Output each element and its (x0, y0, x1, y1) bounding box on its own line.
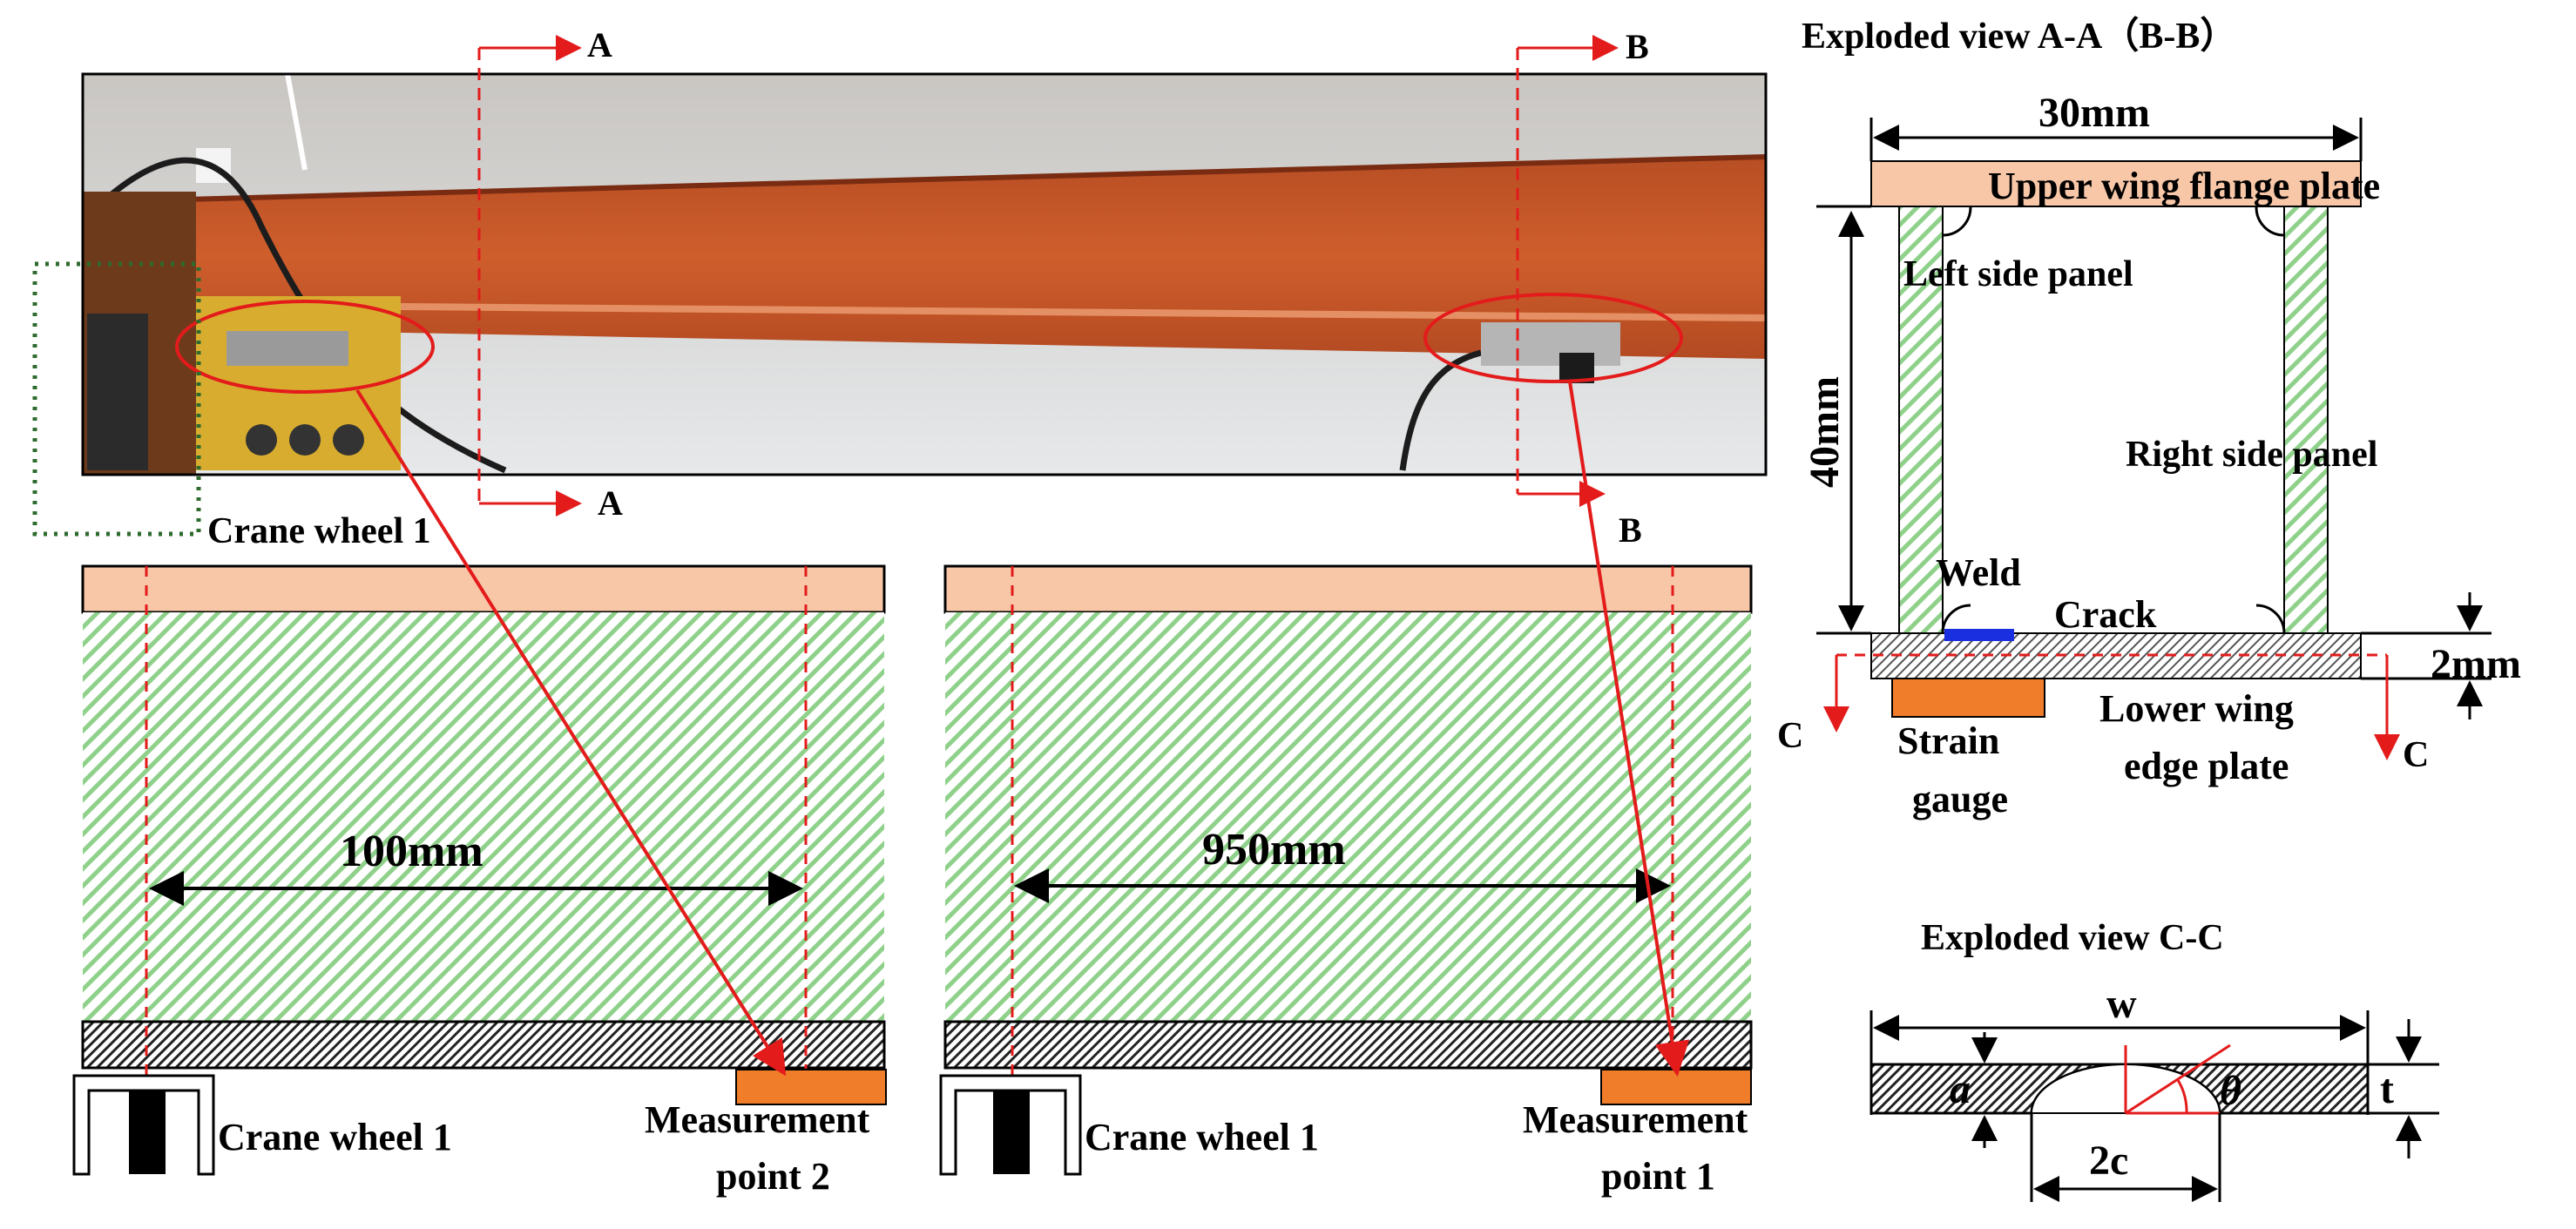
exploded-cc-title: Exploded view C-C (1921, 918, 2224, 958)
right-panel-label: Right side panel (2126, 435, 2377, 475)
t-label: t (2380, 1066, 2394, 1112)
photo-frame (81, 72, 1768, 476)
exploded-ab-title: Exploded view A-A（B-B） (1802, 16, 2236, 57)
cut-c-left-label: C (1777, 716, 1803, 756)
height-dim-label: 40mm (1802, 376, 1848, 488)
theta-label: θ (2220, 1068, 2241, 1114)
upper-flange-right (943, 564, 1753, 614)
photo-highlight-right (1423, 293, 1683, 383)
strain-gauge-label-2: gauge (1912, 778, 2008, 820)
ab-left-panel (1898, 206, 1944, 634)
left-panel-label: Left side panel (1903, 254, 2133, 294)
width-dim-label: 30mm (2038, 90, 2150, 136)
exploded-view-ab: Exploded view A-A（B-B） 30mm Upper wing f… (1777, 16, 2521, 820)
leader-arrow-right (1568, 381, 1690, 1077)
ab-right-panel (2283, 206, 2329, 634)
leader-arrow-left (355, 388, 787, 1077)
lower-plate-label-1: Lower wing (2099, 687, 2294, 730)
exploded-view-cc: Exploded view C-C w θ a t 2c (1869, 918, 2439, 1202)
two-c-label: 2c (2089, 1138, 2128, 1184)
weld-label: Weld (1936, 551, 2021, 594)
photo-wheel-caption: Crane wheel 1 (207, 511, 431, 551)
section-mark-a-bottom: A (598, 483, 623, 523)
lower-flange-left (81, 1020, 886, 1070)
cut-c-right-label: C (2403, 735, 2429, 775)
photo-sensor-right (1481, 322, 1620, 366)
w-label: w (2106, 981, 2137, 1027)
photo-cable-left (102, 157, 507, 474)
crane-wheel-dotted-box (32, 261, 201, 537)
crane-wheel-right (939, 1074, 1082, 1176)
measurement-label-left-2: point 2 (716, 1155, 830, 1198)
distance-label-right: 950mm (1202, 825, 1346, 874)
lower-flange-right (943, 1020, 1753, 1070)
crane-wheel-left (72, 1074, 215, 1176)
strain-gauge (1891, 678, 2045, 718)
crack-label: Crack (2054, 593, 2157, 636)
weld-mark (1944, 629, 2014, 641)
section-mark-a-top: A (587, 25, 612, 64)
wheel-label-left: Crane wheel 1 (218, 1116, 452, 1158)
section-mark-b-top: B (1626, 27, 1649, 66)
photo-trolley (174, 296, 401, 470)
measurement-label-right-2: point 1 (1601, 1155, 1715, 1198)
section-line-a: A A (477, 25, 623, 523)
beam-panel-left: 100mm Crane wheel 1 Measurement point 2 (72, 564, 887, 1198)
section-line-b: B B (1516, 27, 1649, 550)
photo-highlight-left (175, 300, 435, 394)
section-mark-b-bottom: B (1619, 510, 1642, 550)
strain-gauge-label-1: Strain (1897, 719, 1999, 762)
lower-plate-label-2: edge plate (2124, 745, 2289, 787)
distance-label-left: 100mm (340, 827, 483, 876)
photo-panel (32, 72, 1768, 537)
beam-panel-right: 950mm Crane wheel 1 Measurement point 1 (939, 564, 1753, 1198)
a-label: a (1950, 1066, 1971, 1112)
photo-sensor-left (226, 331, 348, 366)
measurement-label-right-1: Measurement (1523, 1098, 1748, 1141)
ab-upper-flange (1870, 160, 2362, 207)
upper-flange-label: Upper wing flange plate (1988, 165, 2380, 207)
thickness-dim-label: 2mm (2431, 641, 2521, 687)
photo-cable-right (1399, 349, 1482, 471)
web-left (83, 612, 884, 1022)
wheel-label-right: Crane wheel 1 (1085, 1116, 1319, 1158)
web-right (945, 612, 1751, 1022)
measurement-label-left-1: Measurement (645, 1098, 870, 1141)
